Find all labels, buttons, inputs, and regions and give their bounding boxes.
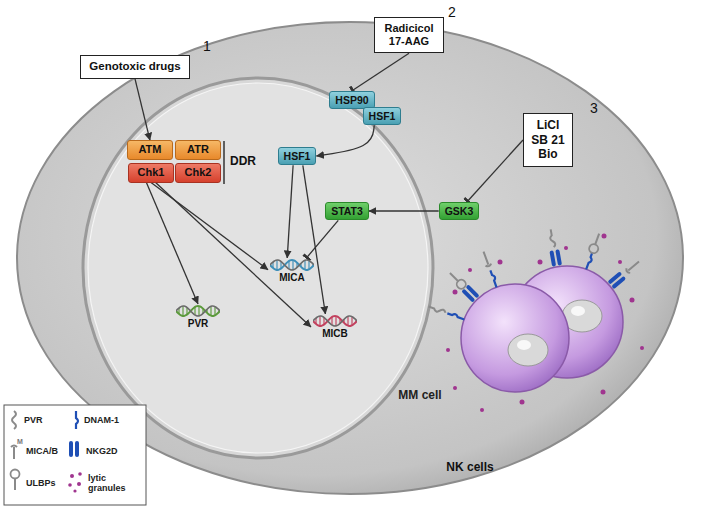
box-label: Genotoxic drugs (89, 60, 180, 74)
activation-arrow (151, 183, 268, 270)
gene-label: MICB (313, 328, 357, 340)
activation-arrow (135, 79, 150, 141)
gene: MICA (268, 258, 316, 284)
glyph-letter: M (17, 438, 23, 446)
inhibition-line (306, 220, 338, 258)
gene: PVR (174, 304, 222, 330)
box-label: HSF1 (369, 110, 396, 123)
activation-arrow (287, 165, 293, 258)
cell-label: MM cell (398, 388, 441, 402)
inhibition-line (352, 53, 409, 91)
box-label: GSK3 (445, 205, 474, 218)
group-label: DDR (230, 155, 256, 169)
protein-box: HSF1 (278, 147, 317, 166)
surface-receptors (428, 229, 641, 319)
callout-number: 2 (448, 4, 456, 20)
nucleus (83, 78, 433, 458)
dna-icon (176, 304, 220, 318)
kinase-box: ATR (175, 140, 221, 159)
dna-icon (270, 258, 314, 272)
box-label: STAT3 (331, 205, 363, 218)
gene: MICB (311, 314, 359, 340)
box-label: Chk2 (180, 166, 216, 179)
activation-arrow (156, 183, 311, 327)
legend-label: MICA/B (26, 446, 58, 456)
activation-arrow (303, 165, 326, 314)
protein-box: GSK3 (439, 202, 480, 221)
protein-box: HSF1 (363, 107, 402, 126)
activation-arrow (369, 210, 439, 211)
box-label: Radicicol 17-AAG (380, 22, 438, 48)
drug-box: Radicicol 17-AAG (374, 17, 444, 53)
dna-icon (313, 314, 357, 328)
legend-label: NKG2D (86, 446, 118, 456)
gene-label: PVR (176, 318, 220, 330)
box-label: ATM (132, 143, 168, 156)
kinase-box: Chk2 (175, 163, 221, 182)
activation-arrow (146, 183, 198, 304)
box-label: ATR (180, 143, 216, 156)
cell-label: NK cells (446, 461, 493, 475)
legend-label: DNAM-1 (84, 415, 119, 425)
callout-number: 3 (590, 100, 598, 116)
drug-box: LiCl SB 21 Bio (523, 113, 573, 166)
box-label: Chk1 (133, 166, 169, 179)
box-label: HSF1 (284, 150, 311, 163)
ddr-bracket (223, 141, 225, 184)
lytic-granules (446, 234, 644, 413)
legend-label: PVR (24, 415, 43, 425)
drug-box: Genotoxic drugs (80, 55, 189, 79)
gene-label: MICA (270, 272, 314, 284)
legend-label: lytic granules (88, 473, 140, 494)
protein-box: STAT3 (325, 202, 369, 221)
callout-number: 1 (203, 38, 211, 54)
box-label: LiCl SB 21 Bio (529, 118, 567, 161)
legend-box (4, 405, 146, 505)
kinase-box: Chk1 (128, 163, 174, 182)
kinase-box: ATM (127, 140, 173, 159)
activation-arrow (316, 125, 374, 156)
legend-label: ULBPs (26, 478, 56, 488)
inhibition-line (467, 140, 523, 202)
nk-cell (461, 284, 569, 392)
box-label: HSP90 (335, 94, 368, 107)
